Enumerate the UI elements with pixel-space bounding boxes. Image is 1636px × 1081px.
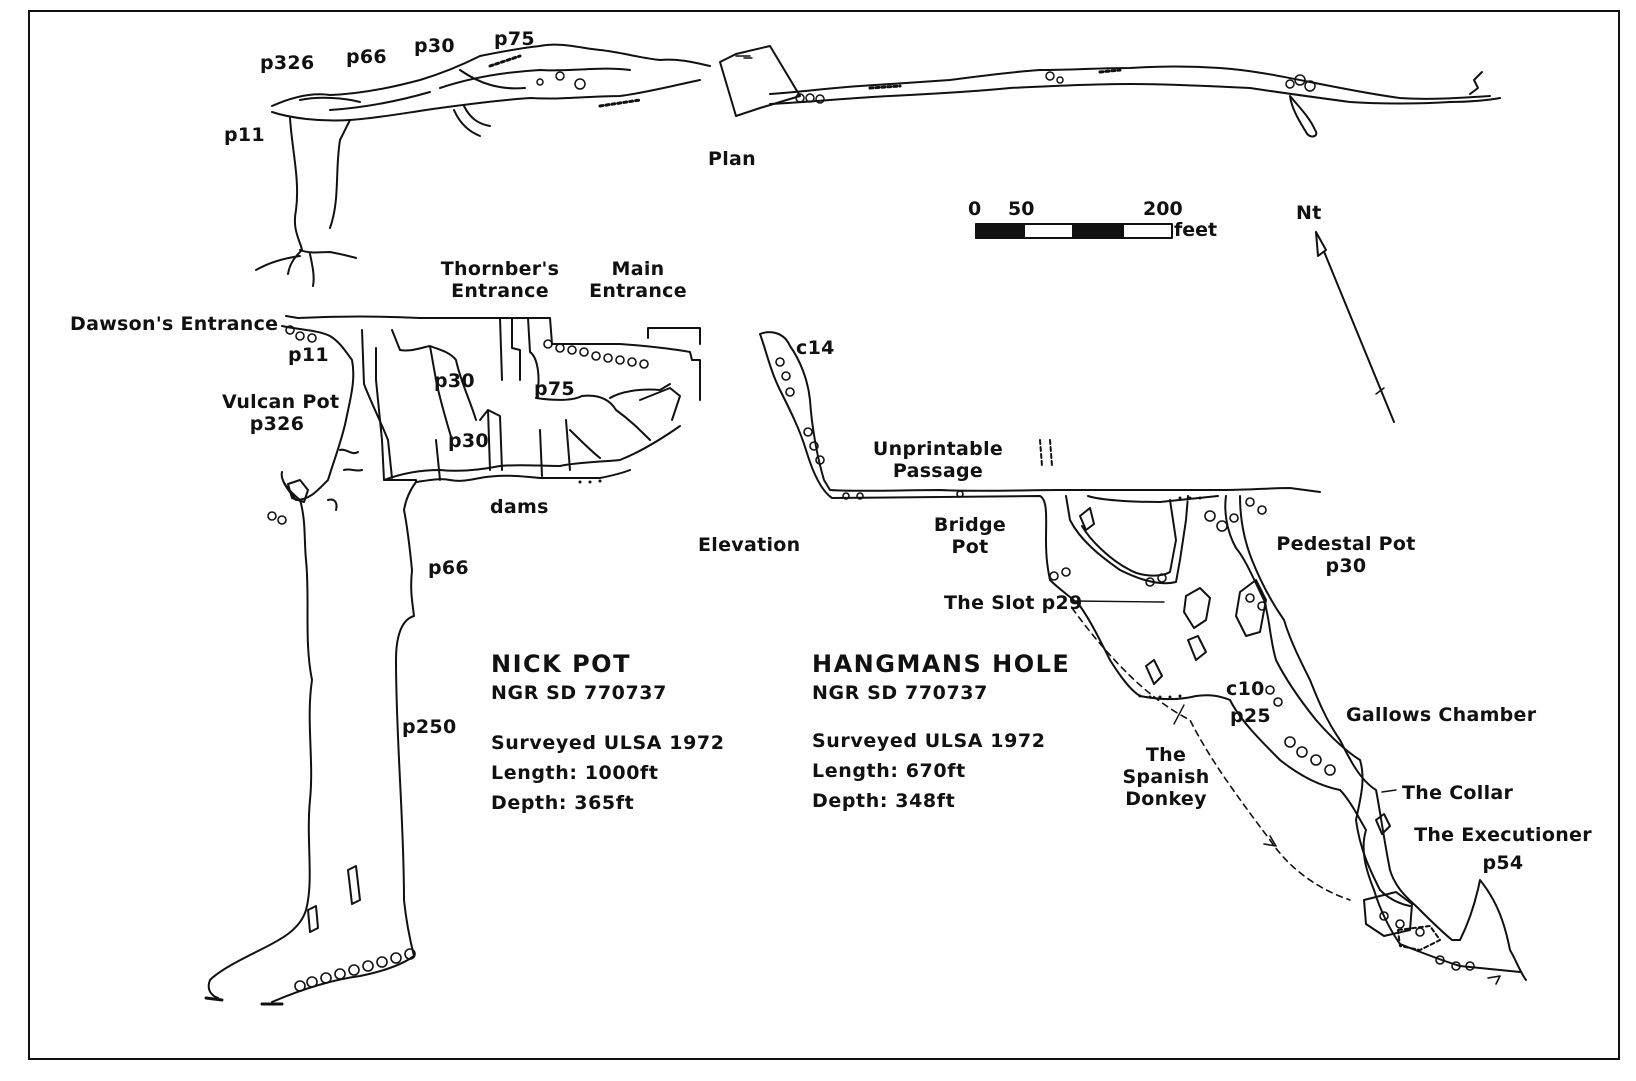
scale-zero: 0 — [968, 198, 982, 220]
elevation-nick-pot — [204, 315, 701, 1006]
hangmans-hole-name: HANGMANS HOLE — [812, 650, 1071, 678]
scale-bar — [975, 223, 1173, 239]
elev-label-c14: c14 — [796, 337, 835, 359]
nick-pot-length: Length: 1000ft — [491, 762, 659, 784]
plan-title: Plan — [708, 148, 756, 170]
hangmans-hole-ngr: NGR SD 770737 — [812, 682, 988, 704]
nick-pot-depth: Depth: 365ft — [491, 792, 635, 814]
map-border — [28, 10, 1620, 1060]
scale-fifty: 50 — [1008, 198, 1035, 220]
dams-label: dams — [490, 496, 549, 518]
gallows-chamber-label: Gallows Chamber — [1346, 704, 1537, 726]
hangmans-hole-depth: Depth: 348ft — [812, 790, 956, 812]
scale-unit: feet — [1174, 219, 1218, 241]
nick-pot-info: NICK POT NGR SD 770737 Surveyed ULSA 197… — [491, 650, 725, 818]
north-arrow — [1315, 231, 1395, 423]
elev-label-p250: p250 — [402, 716, 457, 738]
vulcan-pot-shaft — [207, 325, 355, 999]
plan-label-p66: p66 — [346, 46, 387, 68]
hangmans-hole-surveyed: Surveyed ULSA 1972 — [812, 730, 1046, 752]
nick-pot-surveyed: Surveyed ULSA 1972 — [491, 732, 725, 754]
elev-label-c10: c10 — [1226, 678, 1265, 700]
plan-label-p75: p75 — [494, 28, 535, 50]
elevation-title: Elevation — [698, 534, 801, 556]
elev-label-p30-upper: p30 — [434, 370, 475, 392]
scale-two-hundred: 200 — [1143, 198, 1183, 220]
north-label: Nt — [1296, 202, 1322, 224]
elev-label-p11: p11 — [288, 344, 329, 366]
plan-label-p30: p30 — [414, 35, 455, 57]
elev-label-p66: p66 — [428, 557, 469, 579]
plan-nick-passage — [271, 43, 711, 122]
the-executioner-label: The Executioner p54 — [1414, 824, 1592, 874]
nick-pot-name: NICK POT — [491, 650, 631, 678]
the-slot-label: The Slot p29 — [944, 592, 1083, 614]
nick-pot-ngr: NGR SD 770737 — [491, 682, 667, 704]
elev-label-p25: p25 — [1230, 705, 1271, 727]
the-collar-label: The Collar — [1402, 782, 1514, 804]
elevation-hangmans-hole — [578, 331, 1527, 985]
dawsons-entrance-label: Dawson's Entrance — [70, 313, 279, 335]
plan-label-p11: p11 — [224, 124, 265, 146]
elev-label-p75: p75 — [534, 378, 575, 400]
plan-view — [255, 43, 1501, 287]
hangmans-hole-length: Length: 670ft — [812, 760, 966, 782]
plan-hangmans-passage — [719, 45, 801, 117]
plan-label-p326: p326 — [260, 52, 315, 74]
hangmans-hole-info: HANGMANS HOLE NGR SD 770737 Surveyed ULS… — [812, 650, 1070, 816]
elev-label-p30-lower: p30 — [448, 430, 489, 452]
